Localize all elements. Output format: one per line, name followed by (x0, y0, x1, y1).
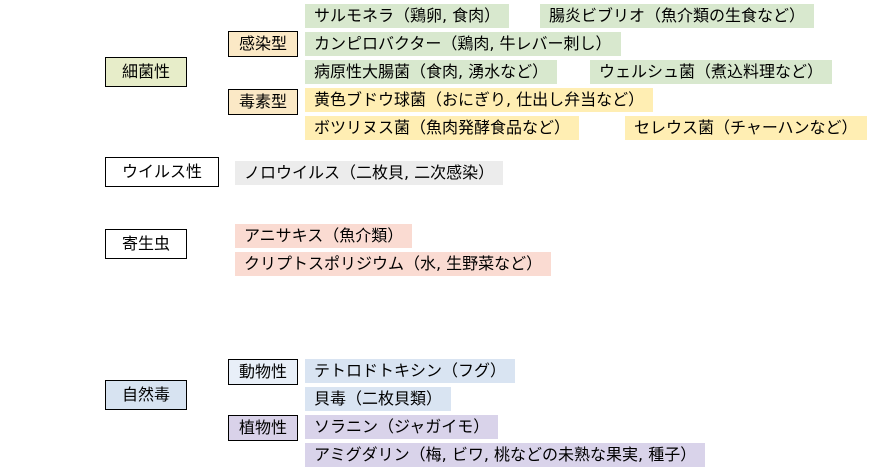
category-bacterial: 細菌性 (105, 57, 188, 87)
item-solanine: ソラニン（ジャガイモ） (305, 415, 499, 439)
category-natural-toxin: 自然毒 (105, 380, 188, 410)
item-vibrio: 腸炎ビブリオ（魚介類の生食など） (540, 4, 815, 28)
item-campylobacter: カンピロバクター（鶏肉, 牛レバー刺し） (305, 32, 621, 56)
category-viral: ウイルス性 (105, 157, 220, 187)
item-pathogenic-ecoli: 病原性大腸菌（食肉, 湧水など） (305, 60, 558, 84)
item-botulinum: ボツリヌス菌（魚肉発酵食品など） (305, 116, 580, 140)
item-amygdalin: アミグダリン（梅, ビワ, 桃などの未熟な果実, 種子） (305, 443, 706, 467)
item-welchii: ウェルシュ菌（煮込料理など） (590, 60, 833, 84)
item-cereus: セレウス菌（チャーハンなど） (625, 116, 867, 140)
item-shellfish-toxin: 貝毒（二枚貝類） (305, 387, 452, 411)
item-anisakis: アニサキス（魚介類） (235, 224, 413, 248)
item-salmonella: サルモネラ（鶏卵, 食肉） (305, 4, 510, 28)
subtype-toxin: 毒素型 (228, 89, 299, 115)
subtype-animal: 動物性 (228, 359, 299, 385)
item-staphylococcus: 黄色ブドウ球菌（おにぎり, 仕出し弁当など） (305, 88, 654, 112)
item-tetrodotoxin: テトロドトキシン（フグ） (305, 359, 516, 383)
item-cryptosporidium: クリプトスポリジウム（水, 生野菜など） (235, 252, 552, 276)
subtype-infection: 感染型 (228, 31, 299, 57)
item-norovirus: ノロウイルス（二枚貝, 二次感染） (235, 161, 504, 185)
category-parasite: 寄生虫 (105, 229, 188, 259)
subtype-plant: 植物性 (228, 415, 299, 441)
